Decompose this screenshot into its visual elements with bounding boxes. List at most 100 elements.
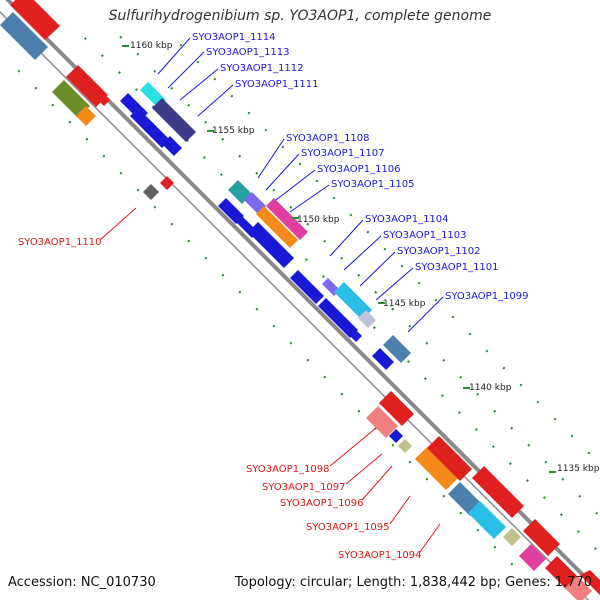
tick-dot	[451, 315, 455, 319]
gene-label[interactable]: SYO3AOP1_1107	[301, 148, 385, 159]
gene-block[interactable]	[358, 310, 376, 328]
gene-block[interactable]	[160, 176, 174, 190]
tick-dot	[519, 383, 523, 387]
tick-dot	[525, 479, 529, 483]
gene-block[interactable]	[162, 136, 182, 156]
tick-dot	[442, 358, 446, 362]
tick-dot	[323, 239, 327, 243]
gene-block[interactable]	[96, 92, 110, 106]
gene-block[interactable]	[366, 406, 398, 438]
gene-block[interactable]	[344, 324, 362, 342]
tick-dot	[374, 290, 378, 294]
gene-label[interactable]: SYO3AOP1_1108	[286, 133, 370, 144]
gene-block[interactable]	[523, 519, 560, 556]
gene-block[interactable]	[427, 436, 472, 481]
tick-dot	[170, 222, 174, 226]
tick-dot	[187, 103, 191, 107]
gene-block[interactable]	[383, 335, 411, 363]
gene-block[interactable]	[0, 12, 48, 60]
gene-block[interactable]	[415, 447, 458, 490]
tick-dot	[366, 230, 370, 234]
tick-dot	[213, 77, 217, 81]
gene-block[interactable]	[580, 570, 600, 595]
gene-block[interactable]	[218, 198, 244, 224]
tick-dot	[272, 324, 276, 328]
gene-label[interactable]: SYO3AOP1_1102	[397, 246, 481, 257]
tick-dot	[440, 394, 444, 398]
tick-dot	[323, 375, 327, 379]
tick-dot	[289, 341, 293, 345]
gene-block[interactable]	[10, 0, 60, 40]
tick-dot	[553, 417, 557, 421]
gene-block[interactable]	[52, 80, 90, 118]
forward-gene-labels[interactable]	[157, 37, 444, 333]
tick-dot	[349, 213, 353, 217]
tick-dot	[544, 460, 548, 464]
tick-dot	[83, 37, 87, 41]
tick-dot	[527, 443, 531, 447]
kbp-label: 1140 kbp	[469, 383, 512, 393]
tick-dot	[219, 173, 223, 177]
gene-block[interactable]	[144, 122, 170, 148]
gene-block[interactable]	[503, 528, 521, 546]
gene-block[interactable]	[143, 184, 159, 200]
gene-label[interactable]: SYO3AOP1_1097	[262, 482, 346, 493]
gene-label[interactable]: SYO3AOP1_1113	[206, 47, 290, 58]
gene-label[interactable]: SYO3AOP1_1110	[18, 237, 102, 248]
tick-dot	[304, 258, 308, 262]
gene-block[interactable]	[468, 501, 506, 539]
gene-block[interactable]	[266, 198, 308, 240]
gene-block[interactable]	[398, 439, 412, 453]
gene-block[interactable]	[389, 429, 403, 443]
gene-label[interactable]: SYO3AOP1_1098	[246, 464, 330, 475]
tick-dot	[196, 60, 200, 64]
gene-block[interactable]	[76, 106, 96, 126]
reverse-gene-labels[interactable]	[99, 207, 441, 553]
tick-dot	[179, 43, 183, 47]
gene-label[interactable]: SYO3AOP1_1099	[445, 291, 529, 302]
tick-dot	[491, 445, 495, 449]
gene-block[interactable]	[372, 348, 394, 370]
gene-block[interactable]	[244, 192, 266, 214]
tick-dot	[187, 239, 191, 243]
gene-block[interactable]	[472, 466, 524, 518]
gene-block[interactable]	[565, 576, 592, 600]
tick-dot	[570, 434, 574, 438]
gene-label[interactable]: SYO3AOP1_1101	[415, 262, 499, 273]
tick-dot	[306, 222, 310, 226]
gene-block[interactable]	[152, 98, 196, 142]
tick-dot	[493, 545, 497, 549]
map-title: Sulfurihydrogenibium sp. YO3AOP1, comple…	[108, 8, 492, 24]
tick-dot	[459, 375, 463, 379]
tick-dot	[298, 162, 302, 166]
tick-dot	[593, 547, 597, 551]
tick-dot	[383, 247, 387, 251]
gene-label[interactable]: SYO3AOP1_1106	[317, 164, 401, 175]
gene-label[interactable]: SYO3AOP1_1094	[338, 550, 422, 561]
gene-block[interactable]	[334, 282, 372, 320]
gene-label[interactable]: SYO3AOP1_1104	[365, 214, 449, 225]
gene-block[interactable]	[248, 222, 294, 268]
gene-label[interactable]: SYO3AOP1_1111	[235, 79, 319, 90]
gene-block[interactable]	[519, 544, 546, 571]
accession-text: Accession: NC_010730	[8, 575, 156, 590]
gene-label[interactable]: SYO3AOP1_1112	[220, 63, 304, 74]
tick-dot	[457, 411, 461, 415]
kbp-label: 1155 kbp	[212, 126, 255, 136]
gene-label[interactable]: SYO3AOP1_1095	[306, 522, 390, 533]
tick-dot	[357, 409, 361, 413]
gene-label[interactable]: SYO3AOP1_1114	[192, 32, 276, 43]
gene-block[interactable]	[290, 270, 324, 304]
tick-dot	[221, 137, 225, 141]
tick-dot	[136, 52, 140, 56]
tick-dot	[289, 205, 293, 209]
forward-strand-genes[interactable]	[120, 82, 411, 370]
gene-label[interactable]: SYO3AOP1_1103	[383, 230, 467, 241]
gene-block[interactable]	[256, 206, 298, 248]
gene-block[interactable]	[379, 391, 414, 426]
gene-label[interactable]: SYO3AOP1_1105	[331, 179, 415, 190]
gene-label[interactable]: SYO3AOP1_1096	[280, 498, 364, 509]
tick-dot	[508, 462, 512, 466]
